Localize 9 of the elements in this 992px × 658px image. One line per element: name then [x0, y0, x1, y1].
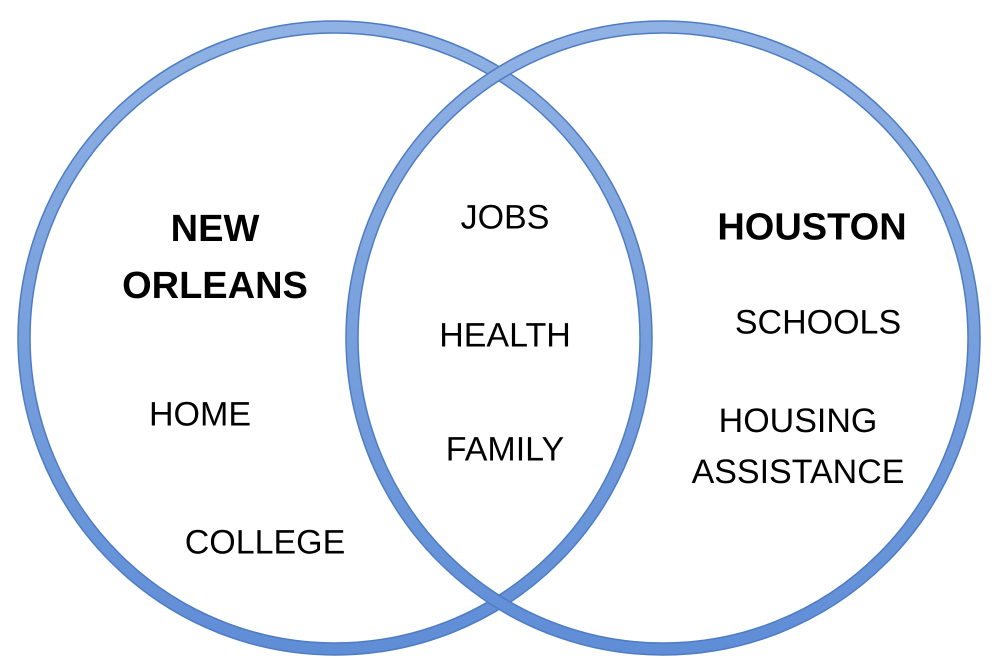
overlap-item: HEALTH	[438, 316, 572, 356]
overlap-item: FAMILY	[444, 430, 566, 470]
circle-item: COLLEGE	[184, 522, 346, 564]
circle-item: SCHOOLS	[734, 302, 902, 344]
circle-item: HOME	[148, 394, 252, 436]
circle-heading: NEW ORLEANS	[121, 207, 309, 309]
circle-heading: HOUSTON	[716, 206, 908, 250]
overlap-item: JOBS	[460, 198, 550, 238]
circle-item: HOUSING ASSISTANCE	[690, 401, 906, 493]
